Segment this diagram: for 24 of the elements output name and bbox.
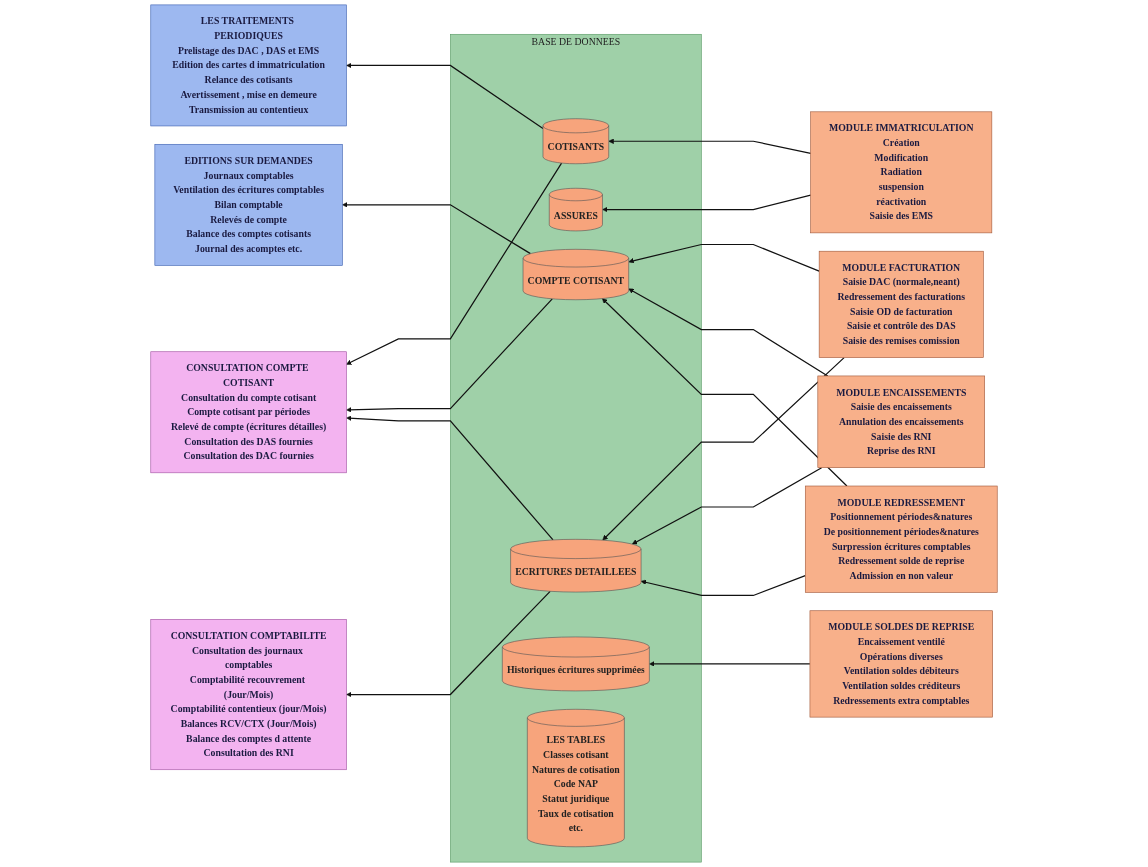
node-box: MODULE IMMATRICULATION Création Modification Radiation suspension réactivation Saisie des EMS <box>810 111 993 234</box>
arrow <box>628 243 820 272</box>
arrow <box>602 298 848 487</box>
arrow <box>342 202 532 255</box>
arrow <box>602 357 845 541</box>
node-box: MODULE REDRESSEMENT Positionnement périodes&natures De positionnement périodes&natures Surpression écritures comptables Redressement solde de reprise Admission en non valeur <box>805 485 998 593</box>
arrow <box>640 575 806 597</box>
node-box: LES TRAITEMENTS PERIODIQUES Prelistage des DAC , DAS et EMS Edition des cartes d immatriculation Relance des cotisants Avertissement , mise en demeure Transmission au contentieux <box>150 4 347 127</box>
node-box: EDITIONS SUR DEMANDES Journaux comptables Ventilation des écritures comptables Bilan comptable Relevés de compte Balance des comptes cotisants Journal des acomptes etc. <box>154 144 343 266</box>
arrow <box>346 62 544 130</box>
arrow <box>346 162 563 365</box>
node-box: MODULE FACTURATION Saisie DAC (normale,neant) Redressement des facturations Saisie OD de facturation Saisie et contrôle des DAS Saisie des remises comission <box>818 250 984 358</box>
node-box: MODULE ENCAISSEMENTS Saisie des encaissements Annulation des encaissements Saisie des RNI Reprise des RNI <box>817 375 985 468</box>
arrow <box>346 415 554 541</box>
arrow <box>628 288 829 377</box>
arrow <box>632 467 823 545</box>
node-box: CONSULTATION COMPTE COTISANT Consultation du compte cotisant Compte cotisant par périodes Relevé de compte (écritures détailles) Consultation des DAS fournies Consultation des DAC fournies <box>150 351 347 474</box>
node-box: CONSULTATION COMPTABILITE Consultation des journaux comptables Comptabilité recouvrement (Jour/Mois) Comptabilité contentieux (jour/Mois) Balances RCV/CTX (Jour/Mois) Balance des comptes d attente Consultation des RNI <box>150 619 347 771</box>
arrow <box>649 661 811 667</box>
arrow <box>346 298 553 413</box>
arrow <box>602 194 812 213</box>
arrow <box>346 590 551 698</box>
arrow <box>608 138 812 154</box>
node-box: MODULE SOLDES DE REPRISE Encaissement ventilé Opérations diverses Ventilation soldes débiteurs Ventilation soldes créditeurs Redressements extra comptables <box>809 610 993 718</box>
